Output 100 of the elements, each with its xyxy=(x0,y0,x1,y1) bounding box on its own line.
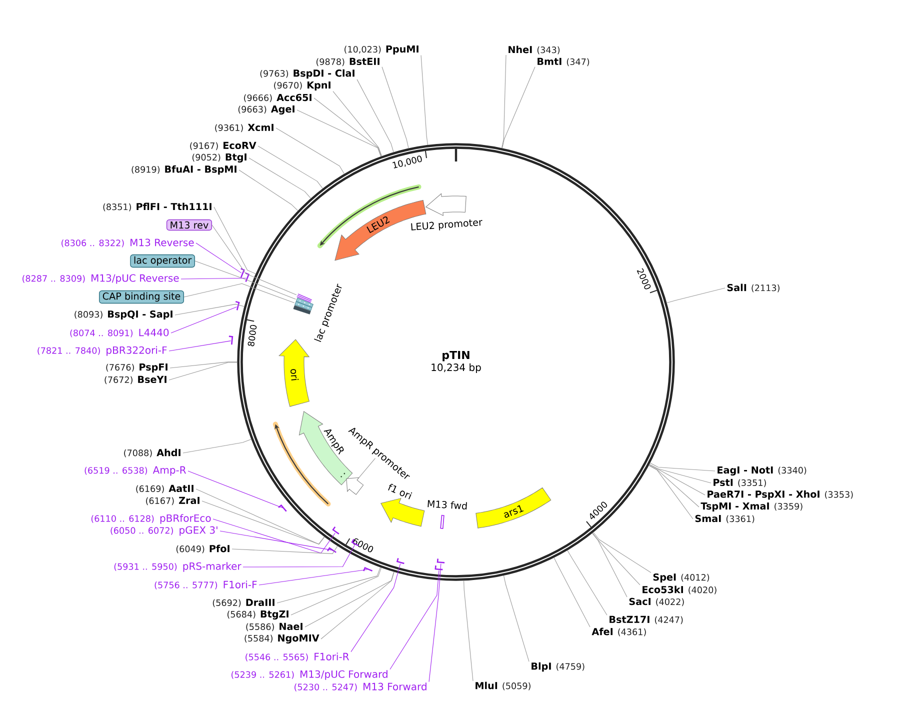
cut-site-label: SalI (2113) xyxy=(727,284,780,292)
leader-line xyxy=(212,518,336,554)
primer-mark xyxy=(434,565,443,570)
leader-line xyxy=(464,580,474,682)
tick-label: 8000 xyxy=(248,324,257,346)
cut-site-label: (8351) PflFI - Tth111I xyxy=(103,202,212,212)
primer-label: (8306 .. 8322) M13 Reverse xyxy=(62,238,194,248)
leader-line xyxy=(182,438,252,454)
feature-block xyxy=(346,477,364,495)
primer-mark xyxy=(436,558,445,564)
feature-tag: CAP binding site xyxy=(99,290,184,304)
leader-line xyxy=(666,288,726,304)
cut-site-label: AfeI (4361) xyxy=(592,628,646,636)
cut-site-label: (7676) PspFI xyxy=(106,364,168,372)
feature-bar xyxy=(294,301,312,311)
leader-line xyxy=(593,532,652,573)
leader-line xyxy=(238,170,298,211)
cut-site-label: MluI (5059) xyxy=(476,682,530,690)
cut-site-label: (9361) XcmI xyxy=(215,124,274,132)
leader-line xyxy=(276,567,381,604)
cut-site-label: BstZ17I (4247) xyxy=(610,616,683,624)
cut-site-label: (7088) AhdI xyxy=(124,448,180,458)
cut-site-label: (5684) BtgZI xyxy=(227,610,288,620)
leader-line xyxy=(592,532,628,598)
cut-site-label: EagI - NotI (3340) xyxy=(718,466,806,476)
cut-site-label: (9663) AgeI xyxy=(238,105,294,115)
leader-line xyxy=(258,146,323,189)
primer-mark xyxy=(396,558,404,564)
feature-label: M13 fwd xyxy=(428,500,467,510)
cut-site-label: (6167) ZraI xyxy=(146,496,200,506)
feature-block: ori xyxy=(278,339,310,407)
cut-site-label: NheI (343) xyxy=(508,46,560,54)
cut-site-label: (7672) BseYI xyxy=(104,376,166,384)
cut-site-label: SpeI (4012) xyxy=(653,573,710,583)
primer-mark xyxy=(351,538,359,546)
primer-mark xyxy=(332,526,340,534)
cut-site-label: Eco53kI (4020) xyxy=(642,586,716,594)
leader-line xyxy=(554,557,590,628)
cut-site-label: BlpI (4759) xyxy=(532,662,584,672)
cut-site-label: (5692) DraIII xyxy=(212,598,274,608)
leader-line xyxy=(358,458,376,480)
primer-label: (5239 .. 5261) M13/pUC Forward xyxy=(232,670,388,680)
leader-line xyxy=(220,530,332,550)
leader-line xyxy=(296,110,382,157)
primer-mark xyxy=(240,268,245,278)
leader-line xyxy=(242,544,355,568)
cut-site-label: SacI (4022) xyxy=(629,598,684,606)
leader-line xyxy=(258,569,368,586)
cut-site-label: TspMI - XmaI (3359) xyxy=(700,502,802,512)
cut-site-label: (9167) EcoRV xyxy=(190,142,256,150)
primer-mark xyxy=(245,272,250,282)
cut-site-label: (9052) BtgI xyxy=(192,153,246,163)
cut-site-label: PstI (3351) xyxy=(714,478,766,488)
primer-mark xyxy=(235,301,240,310)
primer-label: (6110 .. 6128) pBRforEco xyxy=(91,514,211,524)
leader-line xyxy=(501,54,506,148)
cut-site-label: (9763) BspDI - ClaI xyxy=(260,69,354,79)
feature-bar xyxy=(296,298,314,308)
primer-label: (5546 .. 5565) F1ori-R xyxy=(246,652,350,662)
primer-mark xyxy=(228,336,234,345)
leader-line xyxy=(188,470,283,508)
primer-label: (6050 .. 6072) pGEX 3' xyxy=(110,526,218,536)
leader-line xyxy=(649,464,706,496)
feature-band: ars1 xyxy=(476,487,552,528)
leader-line xyxy=(649,464,712,484)
cut-site-label: BmtI (347) xyxy=(538,58,590,66)
leader-line xyxy=(567,550,608,616)
cut-site-label: (8919) BfuAI - BspMI xyxy=(132,165,236,175)
primer-site-mark xyxy=(296,294,312,303)
leader-line xyxy=(214,206,256,274)
primer-label: (8287 .. 8309) M13/pUC Reverse xyxy=(22,274,179,284)
leader-line xyxy=(320,572,394,640)
leader-line xyxy=(503,575,530,662)
primer-label: (5756 .. 5777) F1ori-F xyxy=(154,580,257,590)
leader-line xyxy=(170,362,238,368)
cut-site-label: (5586) NaeI xyxy=(246,622,302,632)
leader-line xyxy=(382,66,409,149)
primer-mark xyxy=(327,547,336,553)
feature-tag: M13 rev xyxy=(166,219,212,231)
cut-site-label: (6169) AatII xyxy=(136,484,194,494)
leader-line xyxy=(202,500,325,544)
primer-mark xyxy=(278,504,287,512)
primer-label: (8074 .. 8091) L4440 xyxy=(70,328,169,338)
leader-line xyxy=(502,66,536,148)
leader-line xyxy=(184,283,295,304)
leader-line xyxy=(650,462,716,472)
tick-label: 10,000 xyxy=(392,156,422,168)
leader-line xyxy=(350,563,401,652)
cut-site-label: (9666) Acc65I xyxy=(244,94,312,102)
feature-tag: lac operator xyxy=(130,254,195,268)
leader-line xyxy=(248,158,312,199)
primer-label: (5931 .. 5950) pRS-marker xyxy=(114,562,242,572)
leader-line xyxy=(212,224,297,296)
primer-label: (5230 .. 5247) M13 Forward xyxy=(294,682,426,692)
leader-line xyxy=(168,340,232,352)
leader-line xyxy=(180,278,246,280)
tick-label: 2000 xyxy=(636,268,651,290)
leader-line xyxy=(196,242,242,274)
primer-label: (7821 .. 7840) pBR322ori-F xyxy=(38,346,167,356)
leader-line xyxy=(290,567,382,616)
